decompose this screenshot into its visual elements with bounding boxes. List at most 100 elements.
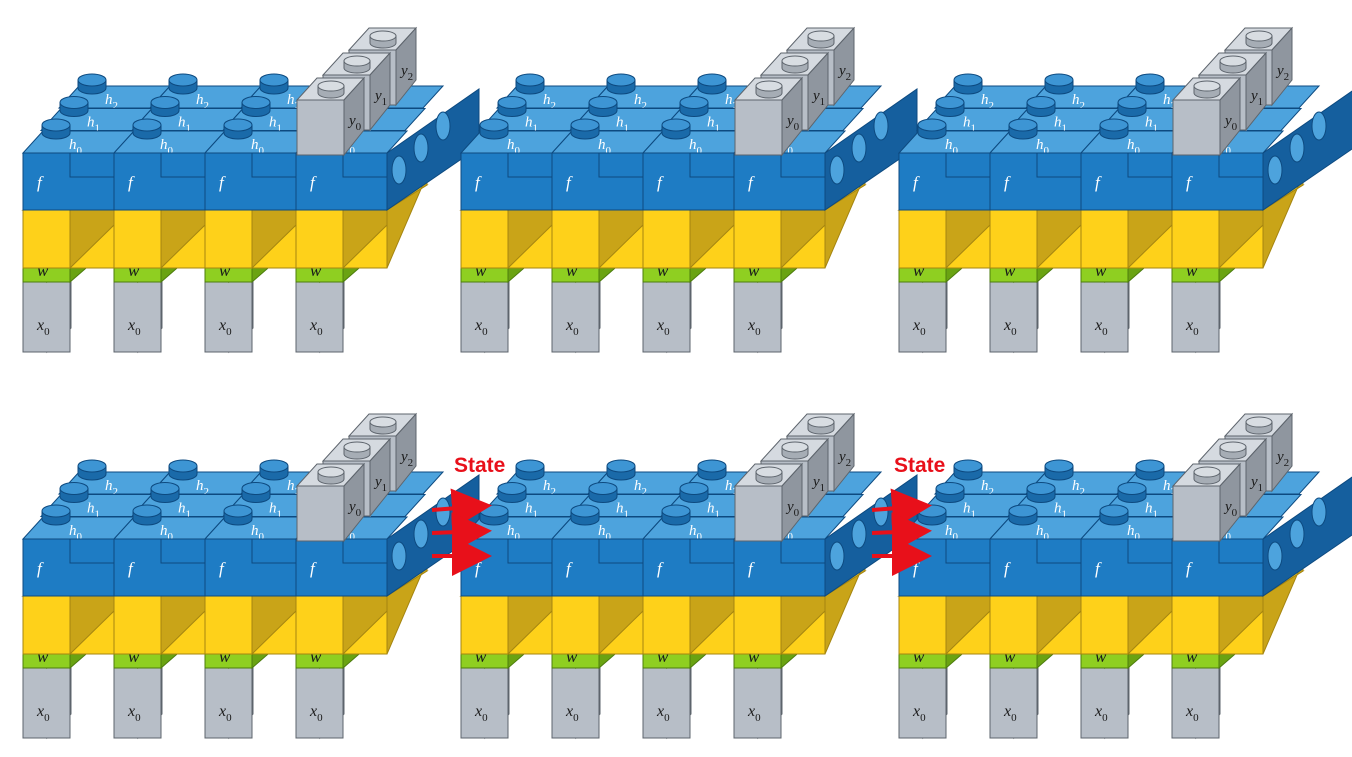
input-block-front-2-0 [899, 282, 946, 352]
hidden-label-h2-2-1-symbol: h [1072, 92, 1080, 108]
output-label-y2-0-symbol: y [399, 63, 408, 79]
input-label-0-1-subscript: 0 [135, 326, 141, 338]
hidden-stud-h0-4-2 [662, 505, 690, 525]
input-block-front-2-1 [990, 282, 1037, 352]
output-label-y1-3-subscript: 1 [382, 482, 388, 494]
input-label-0-1-symbol: x [127, 317, 135, 334]
hidden-stud-h1-3-2-top [242, 483, 270, 495]
output-stud-y2-4 [808, 417, 834, 434]
output-front-y0-1 [735, 100, 782, 155]
output-label-y2-2-subscript: 2 [1284, 71, 1290, 83]
output-label-y1-2-subscript: 1 [1258, 96, 1264, 108]
hidden-stud-h2-5-1-top [1045, 460, 1073, 472]
hidden-stud-h1-4-1 [589, 483, 617, 503]
hidden-stud-h2-2-0 [954, 74, 982, 94]
input-label-3-0-symbol: x [36, 703, 44, 720]
output-label-y2-5-subscript: 2 [1284, 457, 1290, 469]
hidden-label-h1-4-1-symbol: h [616, 501, 624, 517]
hidden-label-h1-2-0-symbol: h [963, 115, 971, 131]
hidden-stud-h1-4-0 [498, 483, 526, 503]
hidden-stud-h2-1-1-top [607, 74, 635, 86]
input-block-front-4-0 [461, 668, 508, 738]
hidden-label-h0-2-1-symbol: h [1036, 137, 1044, 153]
hidden-label-h0-1-2-symbol: h [689, 137, 697, 153]
hidden-stud-h0-1-1-top [571, 119, 599, 131]
output-label-y2-0-subscript: 2 [408, 71, 414, 83]
hidden-layers-1: h2h2h2h2h1h1h1h1h0h0h0h0ffff [461, 74, 917, 210]
hidden-stud-h2-2-1 [1045, 74, 1073, 94]
input-block-front-0-2 [205, 282, 252, 352]
output-stud-y1-3 [344, 442, 370, 459]
output-label-y1-4-symbol: y [811, 474, 820, 490]
hidden-stud-h1-2-0 [936, 97, 964, 117]
output-stud-y0-4 [756, 467, 782, 484]
output-label-y0-1-symbol: y [785, 113, 794, 129]
hidden-label-h2-2-2-symbol: h [1163, 92, 1171, 108]
hidden-label-h1-0-1-symbol: h [178, 115, 186, 131]
output-label-y0-3-symbol: y [347, 499, 356, 515]
hidden-stud-h0-0-0 [42, 119, 70, 139]
hidden-label-h0-3-2-symbol: h [251, 523, 259, 539]
input-label-5-0-subscript: 0 [920, 712, 926, 724]
output-label-y1-4-subscript: 1 [820, 482, 826, 494]
hidden-stud-h2-2-2-top [1136, 74, 1164, 86]
input-block-front-0-3 [296, 282, 343, 352]
output-label-y2-5-symbol: y [1275, 449, 1284, 465]
output-label-y1-2-symbol: y [1249, 88, 1258, 104]
hidden-stud-h2-4-1-top [607, 460, 635, 472]
output-label-y2-2-symbol: y [1275, 63, 1284, 79]
hidden-stud-h0-1-1 [571, 119, 599, 139]
hidden-stud-h1-1-2-top [680, 97, 708, 109]
input-block-front-1-2 [643, 282, 690, 352]
hidden-stud-h0-0-1-top [133, 119, 161, 131]
output-stud-y0-3 [318, 467, 344, 484]
state-port-2-2 [1312, 112, 1326, 140]
hidden-label-h0-5-2-symbol: h [1127, 523, 1135, 539]
hidden-label-h0-3-0-symbol: h [69, 523, 77, 539]
hidden-label-h1-0-0-symbol: h [87, 115, 95, 131]
hidden-stud-h1-5-1-top [1027, 483, 1055, 495]
hidden-label-h1-3-1-symbol: h [178, 501, 186, 517]
input-label-0-3-subscript: 0 [317, 326, 323, 338]
hidden-stud-h0-4-1 [571, 505, 599, 525]
hidden-label-h2-5-1-symbol: h [1072, 478, 1080, 494]
state-arrow-1-1 [872, 531, 924, 533]
hidden-stud-h0-2-2-top [1100, 119, 1128, 131]
input-label-1-3-symbol: x [747, 317, 755, 334]
hidden-label-h1-4-0-symbol: h [525, 501, 533, 517]
hidden-stud-h2-1-0 [516, 74, 544, 94]
input-label-0-0-symbol: x [36, 317, 44, 334]
hidden-label-h0-3-1-symbol: h [160, 523, 168, 539]
hidden-label-h2-4-0-symbol: h [543, 478, 551, 494]
hidden-stud-h2-3-0 [78, 460, 106, 480]
hidden-stud-h0-3-2-top [224, 505, 252, 517]
input-label-0-0-subscript: 0 [44, 326, 50, 338]
input-block-front-4-3 [734, 668, 781, 738]
output-stud-y0-5 [1194, 467, 1220, 484]
hidden-stud-h2-5-2 [1136, 460, 1164, 480]
hidden-layers-5: h2h2h2h2h1h1h1h1h0h0h0h0ffff [899, 460, 1352, 596]
hidden-stud-h1-1-0-top [498, 97, 526, 109]
hidden-stud-h1-4-0-top [498, 483, 526, 495]
hidden-label-h1-0-2-symbol: h [269, 115, 277, 131]
input-block-front-1-3 [734, 282, 781, 352]
output-label-y1-1-symbol: y [811, 88, 820, 104]
hidden-label-h1-3-0-symbol: h [87, 501, 95, 517]
input-label-5-1-symbol: x [1003, 703, 1011, 720]
hidden-stud-h0-5-2-top [1100, 505, 1128, 517]
hidden-stud-h2-0-0-top [78, 74, 106, 86]
input-label-3-2-symbol: x [218, 703, 226, 720]
state-port-3-0 [392, 542, 406, 570]
output-stud-y1-0-top [344, 56, 370, 66]
hidden-stud-h1-3-0 [60, 483, 88, 503]
hidden-stud-h0-3-1 [133, 505, 161, 525]
input-label-1-0-subscript: 0 [482, 326, 488, 338]
state-port-1-0 [830, 156, 844, 184]
input-block-front-4-1 [552, 668, 599, 738]
input-block-front-3-3 [296, 668, 343, 738]
hidden-stud-h2-3-2-top [260, 460, 288, 472]
input-label-3-2-subscript: 0 [226, 712, 232, 724]
input-label-2-3-symbol: x [1185, 317, 1193, 334]
hidden-stud-h0-1-2-top [662, 119, 690, 131]
